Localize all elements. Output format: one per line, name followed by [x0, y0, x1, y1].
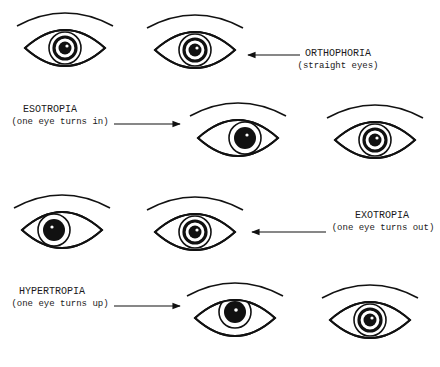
condition-name: EXOTROPIA: [355, 210, 409, 221]
condition-description: (straight eyes): [297, 62, 378, 72]
condition-name: ESOTROPIA: [23, 104, 77, 115]
pointer-arrow: [114, 123, 180, 124]
pointer-arrow: [248, 54, 300, 55]
condition-description: (one eye turns in): [11, 118, 108, 128]
pointer-arrow: [114, 305, 180, 306]
eye: [14, 195, 110, 248]
eye: [187, 283, 283, 336]
condition-description: (one eye turns up): [11, 300, 108, 310]
eye: [147, 15, 243, 68]
eye: [190, 103, 286, 156]
eye: [17, 13, 113, 66]
eye: [327, 105, 423, 158]
condition-name: HYPERTROPIA: [19, 286, 85, 297]
eye: [147, 197, 243, 250]
eye: [322, 285, 418, 338]
condition-name: ORTHOPHORIA: [305, 48, 371, 59]
pointer-arrow: [252, 231, 326, 232]
condition-description: (one eye turns out): [332, 224, 435, 234]
